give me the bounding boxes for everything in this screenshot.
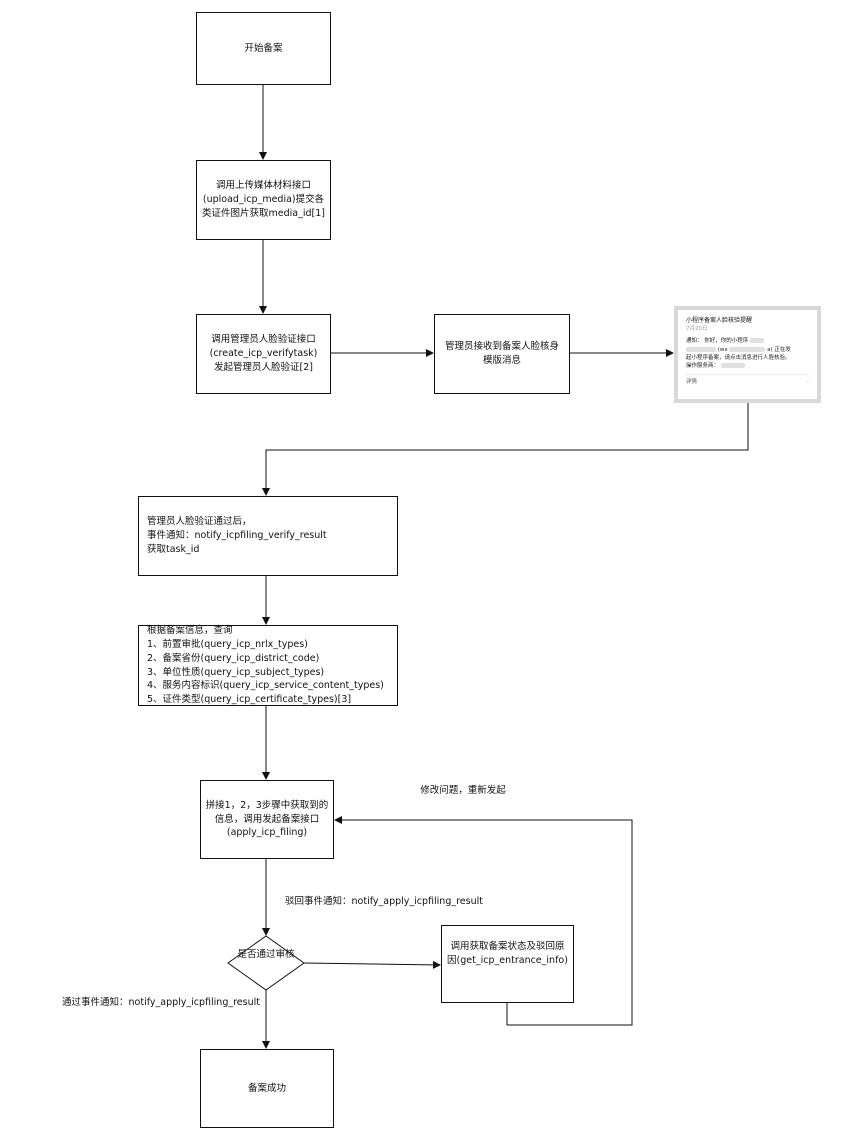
- redacted-name: [750, 338, 764, 344]
- text-line: 因(get_icp_entrance_info): [447, 954, 568, 966]
- success-node: 备案成功: [200, 1049, 334, 1128]
- text-line: 事件通知：notify_apply_icpfiling_result: [81, 997, 260, 1008]
- notice-body-mid: (wx: [717, 346, 728, 353]
- text-line: 驳回: [285, 896, 305, 907]
- text-line: 调用上传媒体材料接口: [215, 180, 311, 192]
- notice-date: 7月20日: [686, 326, 708, 332]
- text-line: (create_icp_verifytask): [209, 348, 318, 360]
- notice-title: 小程序备案人脸核验提醒: [686, 317, 753, 324]
- apply-filing-node: 拼接1，2，3步骤中获取到的信息，调用发起备案接口 (apply_icp_fili…: [200, 780, 334, 859]
- text-line: 核: [285, 949, 295, 960]
- edge-notice-verified: [262, 403, 749, 496]
- text-line: 备案成功: [247, 1082, 286, 1094]
- text-line: 2、备案省份(query_icp_district_code): [147, 652, 320, 664]
- notice-body-prefix: 通知： 你好，你的小程序: [686, 338, 749, 345]
- decision-label: 是否通过审核: [228, 949, 304, 961]
- text-line: 事件通知：notify_apply_icpfiling_result: [304, 896, 483, 907]
- notice-detail-link[interactable]: 详情: [686, 379, 698, 386]
- text-line: 是否通过审: [237, 949, 285, 960]
- redacted-name: [686, 346, 716, 352]
- notice-body-line3: 操作服务商：: [686, 363, 720, 369]
- text-line: 拼接1，2，3步骤中获取到的: [205, 799, 329, 811]
- verify-passed-node: 管理员人脸验证通过后， 事件通知：notify_icpfiling_verify_…: [138, 496, 398, 576]
- text-line: 发起: [486, 785, 506, 796]
- text-line: 事件通知：notify_icpfiling_verify_result: [147, 530, 327, 542]
- text-line: 类证件图片获取media_id[1]: [202, 207, 325, 219]
- notice-body-mid2: a) 正在发: [767, 346, 791, 353]
- notice-body-line2: 起小程序备案，请点击消息进行人脸核验。: [686, 354, 791, 361]
- edge-status-apply: [334, 816, 633, 1026]
- face-verify-node: 调用管理员人脸验证接口 (create_icp_verifytask)发起管理员人…: [196, 314, 331, 394]
- text-line: 开始备案: [244, 42, 283, 54]
- decision-diamond: [227, 935, 305, 991]
- text-line: 5、证件类型(query_icp_certificate_types)[3]: [147, 694, 352, 706]
- text-line: 根据备案信息，查询: [147, 625, 233, 637]
- text-line: 1、前置审批(query_icp_nrlx_types): [147, 638, 308, 650]
- start-node: 开始备案: [196, 12, 331, 85]
- edge-decision-status: [303, 960, 441, 969]
- text-line: 获取task_id: [147, 543, 200, 555]
- text-line: (apply_icp_filing): [226, 827, 308, 839]
- chevron-right-icon: ›: [806, 379, 809, 386]
- template-message-card: 小程序备案人脸核验提醒 7月20日 通知： 你好，你的小程序 (wx a) 正在…: [674, 306, 821, 403]
- redacted-provider: [720, 363, 745, 368]
- text-line: 信息，调用发起备案接口: [214, 813, 320, 825]
- notice-body: 通知： 你好，你的小程序 (wx a) 正在发 起小程序备案，请点击消息进行人脸…: [686, 337, 809, 370]
- notice-detail-row[interactable]: 详情 ›: [686, 374, 809, 386]
- text-line: 调用获取备案状态及驳回原: [450, 941, 565, 952]
- text-line: 模版消息: [482, 355, 521, 366]
- text-line: 调用管理员人脸验证接口: [211, 334, 316, 346]
- text-line: 管理员人脸验证通过后，: [147, 516, 252, 528]
- text-line: (upload_icp_media)提交各: [202, 194, 325, 206]
- rejected-label: 驳回事件通知：notify_apply_icpfiling_result: [284, 895, 484, 908]
- text-line: 管理员接收到备案人脸核身: [444, 341, 559, 353]
- text-line: 修改问题，重新: [420, 785, 487, 796]
- passed-label: 通过事件通知：notify_apply_icpfiling_result: [62, 996, 260, 1009]
- text-line: 4、服务内容标识(query_icp_service_content_types…: [147, 680, 384, 692]
- text-line: 发起管理员人脸验证[2]: [214, 361, 313, 373]
- receive-message-node: 管理员接收到备案人脸核身模版消息: [434, 314, 570, 394]
- redacted-appid: [729, 346, 766, 352]
- text-line: 3、单位性质(query_icp_subject_types): [147, 666, 325, 678]
- text-line: 通过: [62, 997, 82, 1008]
- upload-media-node: 调用上传媒体材料接口 (upload_icp_media)提交各类证件图片获取me…: [196, 160, 331, 240]
- modify-label: 修改问题，重新发起: [408, 784, 518, 797]
- get-status-node: 调用获取备案状态及驳回原因(get_icp_entrance_info): [441, 925, 574, 1003]
